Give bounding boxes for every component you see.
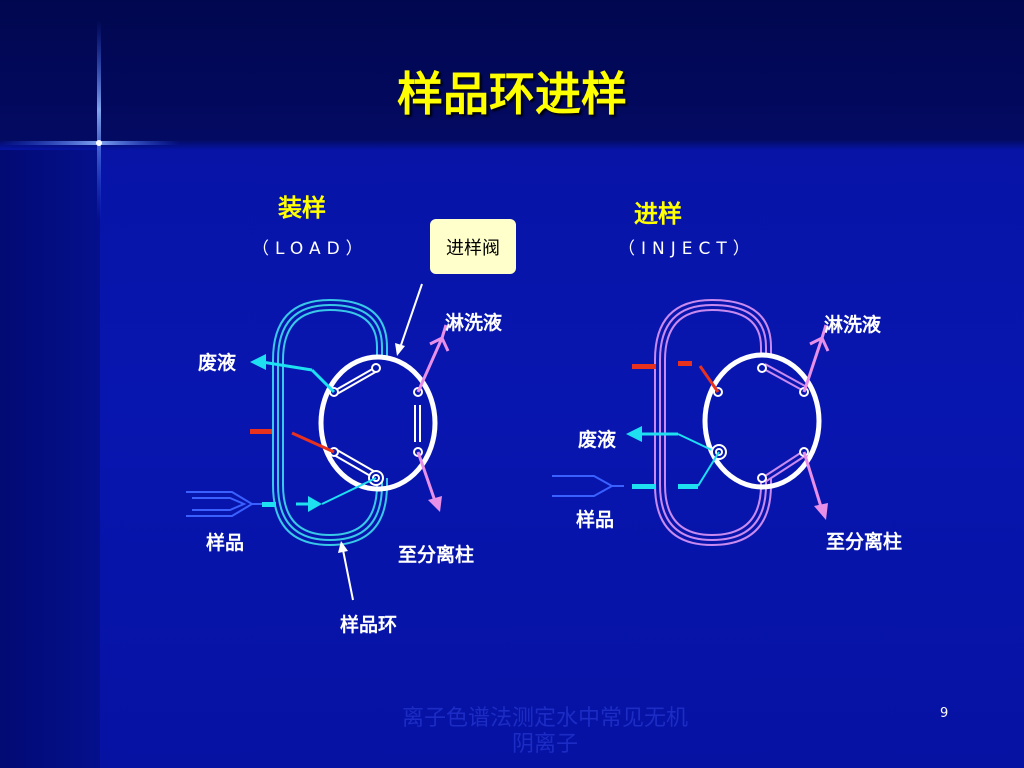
sample-loop-label: 样品环	[340, 614, 398, 636]
sample-inlet-load	[186, 477, 377, 517]
inject-eluent-label: 淋洗液	[824, 314, 882, 336]
sparkle-cross-icon	[0, 20, 180, 220]
valve-ports-load	[329, 363, 423, 486]
waste-line-load	[250, 354, 336, 394]
inject-sample-label: 样品	[576, 509, 615, 531]
blocked-port-load	[250, 429, 335, 454]
inject-mode-label: （INJECT）	[618, 239, 756, 259]
sample-loop-load	[272, 298, 388, 547]
slide-title: 样品环进样	[397, 67, 627, 121]
load-waste-label: 废液	[198, 352, 237, 374]
inject-waste-label: 废液	[578, 429, 617, 451]
inject-diagram	[552, 298, 830, 547]
load-heading: 装样	[278, 194, 326, 222]
load-mode-label: （LOAD）	[252, 239, 369, 259]
page-number: 9	[940, 706, 949, 721]
eluent-line-load	[416, 324, 450, 512]
valve-body-inject	[702, 352, 822, 490]
inject-heading: 进样	[634, 200, 682, 228]
sample-loop-pointer-arrow	[338, 541, 354, 601]
waste-line-inject	[626, 426, 678, 442]
valve-channels-load	[333, 366, 421, 479]
valve-channels-inject	[677, 363, 806, 483]
injection-valve-callout: 进样阀	[430, 219, 516, 274]
load-eluent-label: 淋洗液	[445, 312, 503, 334]
load-to-column-label: 至分离柱	[398, 544, 475, 566]
load-sample-label: 样品	[206, 532, 245, 554]
sample-loop-inject	[654, 298, 772, 547]
left-decor-band	[0, 150, 100, 768]
blocked-port-inject	[632, 361, 720, 393]
sample-inlet-inject	[552, 451, 720, 497]
footer-text: 离子色谱法测定水中常见无机阴离子	[401, 706, 688, 757]
load-diagram	[186, 283, 450, 601]
inject-to-column-label: 至分离柱	[826, 531, 903, 553]
valve-body-load	[318, 354, 438, 492]
eluent-line-inject	[802, 324, 830, 520]
callout-pointer-arrow	[395, 283, 423, 356]
